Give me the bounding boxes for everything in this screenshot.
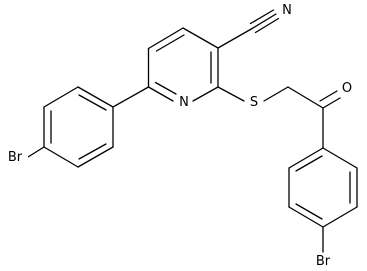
bond-r2-6-1 xyxy=(288,147,324,169)
nitrile-n-label: N xyxy=(282,3,292,18)
bond-triple-a xyxy=(252,13,277,29)
bond-c3-cn xyxy=(217,27,254,49)
n-pyridine-label: N xyxy=(179,95,189,110)
bond-r2-4-5-inner xyxy=(295,203,323,220)
bond-co-o-a xyxy=(322,97,341,109)
bond-s-ch2 xyxy=(263,86,289,102)
nitrile-group xyxy=(217,9,280,49)
thioether-ketone-chain xyxy=(217,86,341,149)
carbonyl-o-label: O xyxy=(342,81,352,96)
bond-c6-aryl xyxy=(112,86,150,108)
bond-r1-4-5 xyxy=(43,146,79,168)
bond-r1-1-2-inner xyxy=(78,94,107,111)
bond-c2-n xyxy=(192,86,219,102)
bond-r1-br xyxy=(27,146,45,158)
bond-n-c6 xyxy=(147,86,174,102)
pyridine-ring xyxy=(147,27,219,102)
bond-r1-5-6 xyxy=(77,146,114,168)
bond-r2-6-1-inner xyxy=(295,155,323,172)
bond-r1-5-6-inner xyxy=(78,143,107,160)
bond-r1-1-2 xyxy=(77,86,114,108)
bond-r2-3-4 xyxy=(322,206,358,228)
bond-n-c6-inner xyxy=(154,81,177,95)
bond-c4-c5 xyxy=(147,27,184,50)
nitrile-n-bg xyxy=(280,3,294,17)
atom-labels: N S N O Br Br xyxy=(2,3,355,269)
bond-co-o-b xyxy=(319,90,338,102)
bond-ch2-co xyxy=(287,86,324,109)
bromine-bottom-label: Br xyxy=(316,254,331,269)
bond-triple-c xyxy=(254,17,280,34)
bond-c5-c3 xyxy=(182,27,219,49)
n-pyridine-bg xyxy=(177,94,191,109)
left-bromophenyl-ring xyxy=(27,86,150,168)
bottom-bromophenyl-ring xyxy=(288,147,358,253)
bond-r2-4-5 xyxy=(288,206,324,228)
bond-r2-1-2 xyxy=(322,147,358,169)
bond-c4-c5-inner xyxy=(155,34,185,52)
bromine-bottom-bg xyxy=(310,253,336,268)
sulfur-label: S xyxy=(250,95,258,110)
bromine-left-label: Br xyxy=(8,150,23,165)
bromine-left-bg xyxy=(2,150,28,165)
bond-r1-2-3 xyxy=(43,86,79,108)
bond-triple-b xyxy=(249,9,275,25)
sulfur-bg xyxy=(247,94,261,109)
bond-c2-s xyxy=(217,86,245,102)
carbonyl-o-bg xyxy=(340,81,355,95)
